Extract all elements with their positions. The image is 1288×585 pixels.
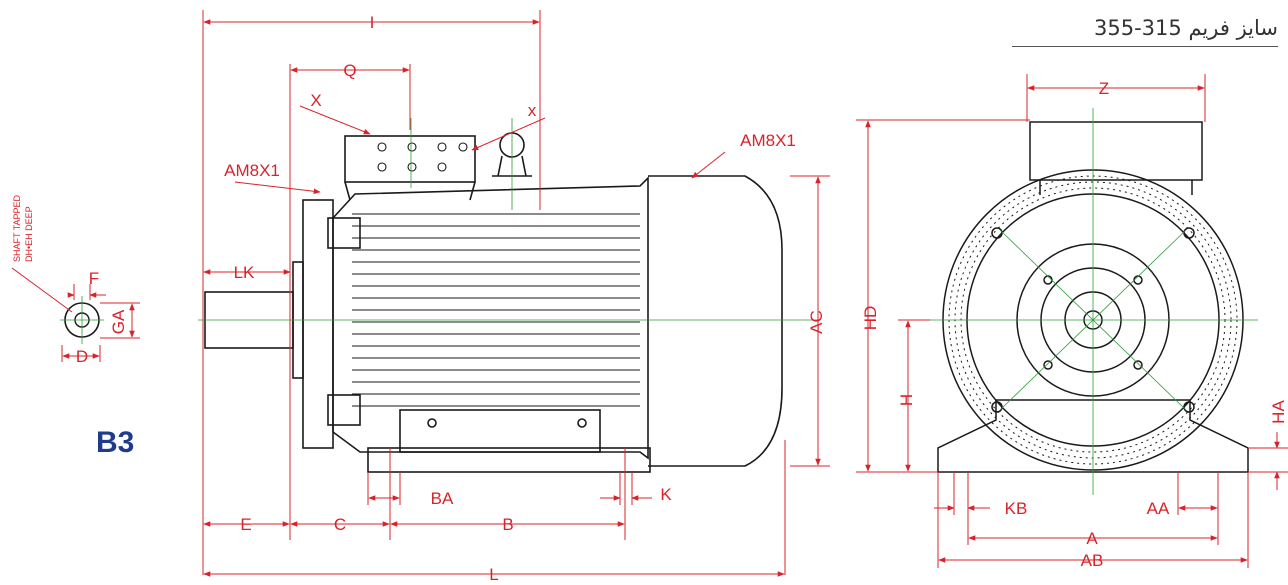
dim-e-label: E bbox=[240, 515, 251, 534]
dim-ba-label: BA bbox=[431, 489, 454, 508]
shaft-note-line1: SHAFT TAPPED bbox=[12, 194, 22, 262]
side-view-centerlines bbox=[198, 118, 820, 321]
dim-hd-label: HD bbox=[861, 306, 880, 331]
dim-k-label: K bbox=[660, 485, 672, 504]
dim-z-label: Z bbox=[1099, 79, 1109, 98]
shaft-note-line2: DH•EH DEEP bbox=[24, 206, 34, 262]
dim-ga-label: GA bbox=[109, 309, 128, 334]
am-top-label: AM8X1 bbox=[740, 131, 796, 150]
am-left-label: AM8X1 bbox=[224, 161, 280, 180]
side-view-dimensions bbox=[202, 10, 830, 577]
frame-size-label: سایز فریم 315-355 bbox=[1012, 16, 1278, 47]
dim-d-label: D bbox=[76, 347, 88, 366]
dim-lk-label: LK bbox=[234, 263, 255, 282]
side-view-fins bbox=[352, 142, 640, 407]
dim-a-label: A bbox=[1086, 529, 1098, 548]
x-upper-label: X bbox=[310, 91, 321, 110]
dim-ab-label: AB bbox=[1081, 551, 1104, 570]
dim-ha-label: HA bbox=[1269, 400, 1288, 424]
mounting-type-label: B3 bbox=[96, 426, 135, 459]
dim-q-label: Q bbox=[343, 61, 356, 80]
dim-l-label: L bbox=[489, 565, 498, 584]
dim-kb-label: KB bbox=[1005, 499, 1028, 518]
x-lower-label: x bbox=[528, 101, 537, 120]
dim-h-label: H bbox=[897, 394, 916, 406]
front-view-centerlines bbox=[930, 108, 1258, 495]
dim-i-label: I bbox=[370, 13, 375, 32]
dim-ac-label: AC bbox=[807, 310, 826, 334]
dim-aa-label: AA bbox=[1147, 499, 1170, 518]
dim-c-label: C bbox=[334, 515, 346, 534]
shaft-end-detail bbox=[11, 267, 140, 362]
dim-b-label: B bbox=[502, 515, 513, 534]
dim-f-label: F bbox=[89, 269, 99, 288]
side-view bbox=[204, 132, 783, 473]
front-view-dimensions bbox=[856, 74, 1288, 568]
